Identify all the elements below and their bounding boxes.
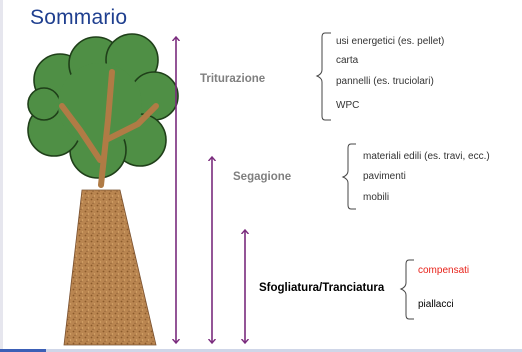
bottom-border	[0, 349, 522, 352]
bottom-border-accent	[0, 349, 46, 352]
list-item: carta	[336, 55, 359, 66]
stage-label-triturazione: Triturazione	[200, 73, 266, 85]
page-title: Sommario	[30, 6, 128, 29]
brace-sfogliatura	[399, 259, 414, 320]
left-border	[0, 0, 3, 352]
stage-label-segagione: Segagione	[233, 171, 292, 183]
list-item: mobili	[363, 192, 390, 203]
list-item: materiali edili (es. travi, ecc.)	[363, 151, 490, 162]
brace-triturazione	[315, 32, 331, 121]
brace-segagione	[341, 143, 356, 210]
stage-label-sfogliatura: Sfogliatura/Tranciatura	[259, 282, 385, 294]
list-item-highlight: compensati	[418, 265, 470, 276]
tree-branches	[59, 69, 159, 188]
list-item: pavimenti	[363, 171, 406, 182]
list-item: pannelli (es. truciolari)	[336, 76, 434, 87]
list-item: WPC	[336, 100, 360, 111]
list-item: usi energetici (es. pellet)	[336, 36, 445, 47]
list-item: piallacci	[418, 299, 454, 310]
tree-trunk	[63, 189, 157, 346]
